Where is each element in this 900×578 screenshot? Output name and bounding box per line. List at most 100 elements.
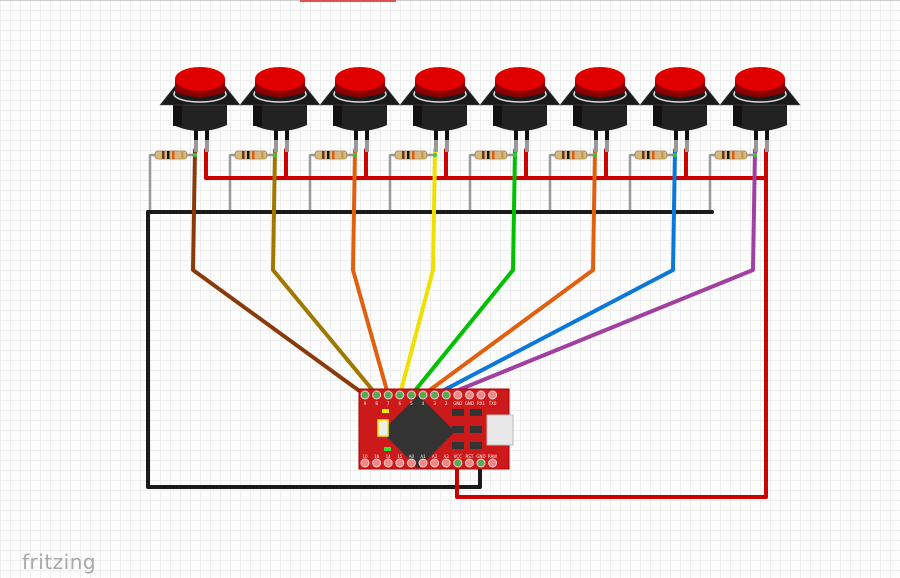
resistor-band [572, 151, 575, 159]
resistor-band [322, 151, 325, 159]
pin-A0 [406, 458, 416, 468]
resistor-band [492, 151, 495, 159]
button-cap [735, 67, 785, 91]
resistor [634, 150, 677, 160]
resistor-lead [308, 153, 357, 214]
resistor-band [567, 151, 570, 159]
connector-dot [273, 153, 277, 157]
resistor-band [581, 151, 584, 159]
pin-label: TX0 [488, 401, 497, 406]
resistor [314, 150, 357, 160]
pin-TX0 [488, 390, 498, 400]
signal-wire [409, 148, 517, 397]
push-button [559, 67, 641, 152]
button-body-shade [413, 100, 422, 126]
crystal [377, 419, 389, 437]
resistor-band [661, 151, 664, 159]
button-leg-tip [514, 140, 518, 152]
resistor-band [732, 151, 735, 159]
power-wire [455, 176, 768, 499]
pin-label: A3 [444, 454, 450, 459]
signal-wire [397, 148, 437, 397]
pin-label: A0 [409, 454, 415, 459]
pin-label: GND [476, 454, 485, 459]
pin-label: 14 [386, 454, 392, 459]
pin-15 [395, 458, 405, 468]
button-body [253, 100, 307, 131]
button-body-shade [573, 100, 582, 126]
pin-3 [430, 390, 440, 400]
resistor-band [167, 151, 170, 159]
button-body-shade [493, 100, 502, 126]
button-body-shade [733, 100, 742, 126]
resistor-band [741, 151, 744, 159]
smd-component [470, 409, 482, 416]
resistor-band [647, 151, 650, 159]
push-button [159, 67, 241, 152]
push-button [479, 67, 561, 152]
pin-label: RX1 [477, 401, 486, 406]
pin-label: 6 [399, 401, 402, 406]
button-leg-tip [445, 140, 449, 152]
resistor-lead [548, 153, 597, 214]
resistor-band [722, 151, 725, 159]
canvas-top-border [0, 0, 900, 1]
push-button [239, 67, 321, 152]
pin-2 [441, 390, 451, 400]
tab-indicator [300, 0, 396, 2]
button-leg-tip [605, 140, 609, 152]
pin-label: 5 [410, 401, 413, 406]
pin-A3 [441, 458, 451, 468]
connector-dot [513, 153, 517, 157]
button-body-shade [653, 100, 662, 126]
resistor-band [412, 151, 415, 159]
resistor-band [642, 151, 645, 159]
button-body [333, 100, 387, 131]
pin-label: A1 [420, 454, 426, 459]
button-leg-tip [754, 140, 758, 152]
resistor-lead [388, 153, 437, 214]
connector-dot [753, 153, 757, 157]
pin-label: 16 [374, 454, 380, 459]
resistor-band [652, 151, 655, 159]
connector-dot [593, 153, 597, 157]
resistor [554, 150, 597, 160]
smd-component [452, 409, 464, 416]
resistor-lead [468, 153, 517, 214]
resistor-band [261, 151, 264, 159]
resistor [394, 150, 437, 160]
smd-component [452, 426, 464, 433]
button-leg-tip [525, 140, 529, 152]
pin-label: 15 [397, 454, 403, 459]
resistor-band [407, 151, 410, 159]
connector-dot [193, 153, 197, 157]
pin-GND [453, 390, 463, 400]
pin-8 [372, 390, 382, 400]
pin-10 [360, 458, 370, 468]
pin-6 [395, 390, 405, 400]
ground-wire [146, 210, 482, 489]
button-leg-tip [674, 140, 678, 152]
pin-4 [418, 390, 428, 400]
pin-14 [383, 458, 393, 468]
fritzing-logo: fritzing [22, 550, 97, 574]
button-leg-tip [285, 140, 289, 152]
pin-label: 4 [422, 401, 425, 406]
resistor [234, 150, 277, 160]
pin-RST [464, 458, 474, 468]
resistor-band [562, 151, 565, 159]
pin-A2 [430, 458, 440, 468]
button-cap [335, 67, 385, 91]
button-cap [495, 67, 545, 91]
resistor-lead [228, 153, 277, 214]
button-leg-tip [365, 140, 369, 152]
button-cap [575, 67, 625, 91]
resistor-lead [148, 153, 197, 214]
resistor-band [332, 151, 335, 159]
resistor-band [487, 151, 490, 159]
pin-label: 10 [362, 454, 368, 459]
resistor-band [482, 151, 485, 159]
button-body [173, 100, 227, 131]
push-button [639, 67, 721, 152]
